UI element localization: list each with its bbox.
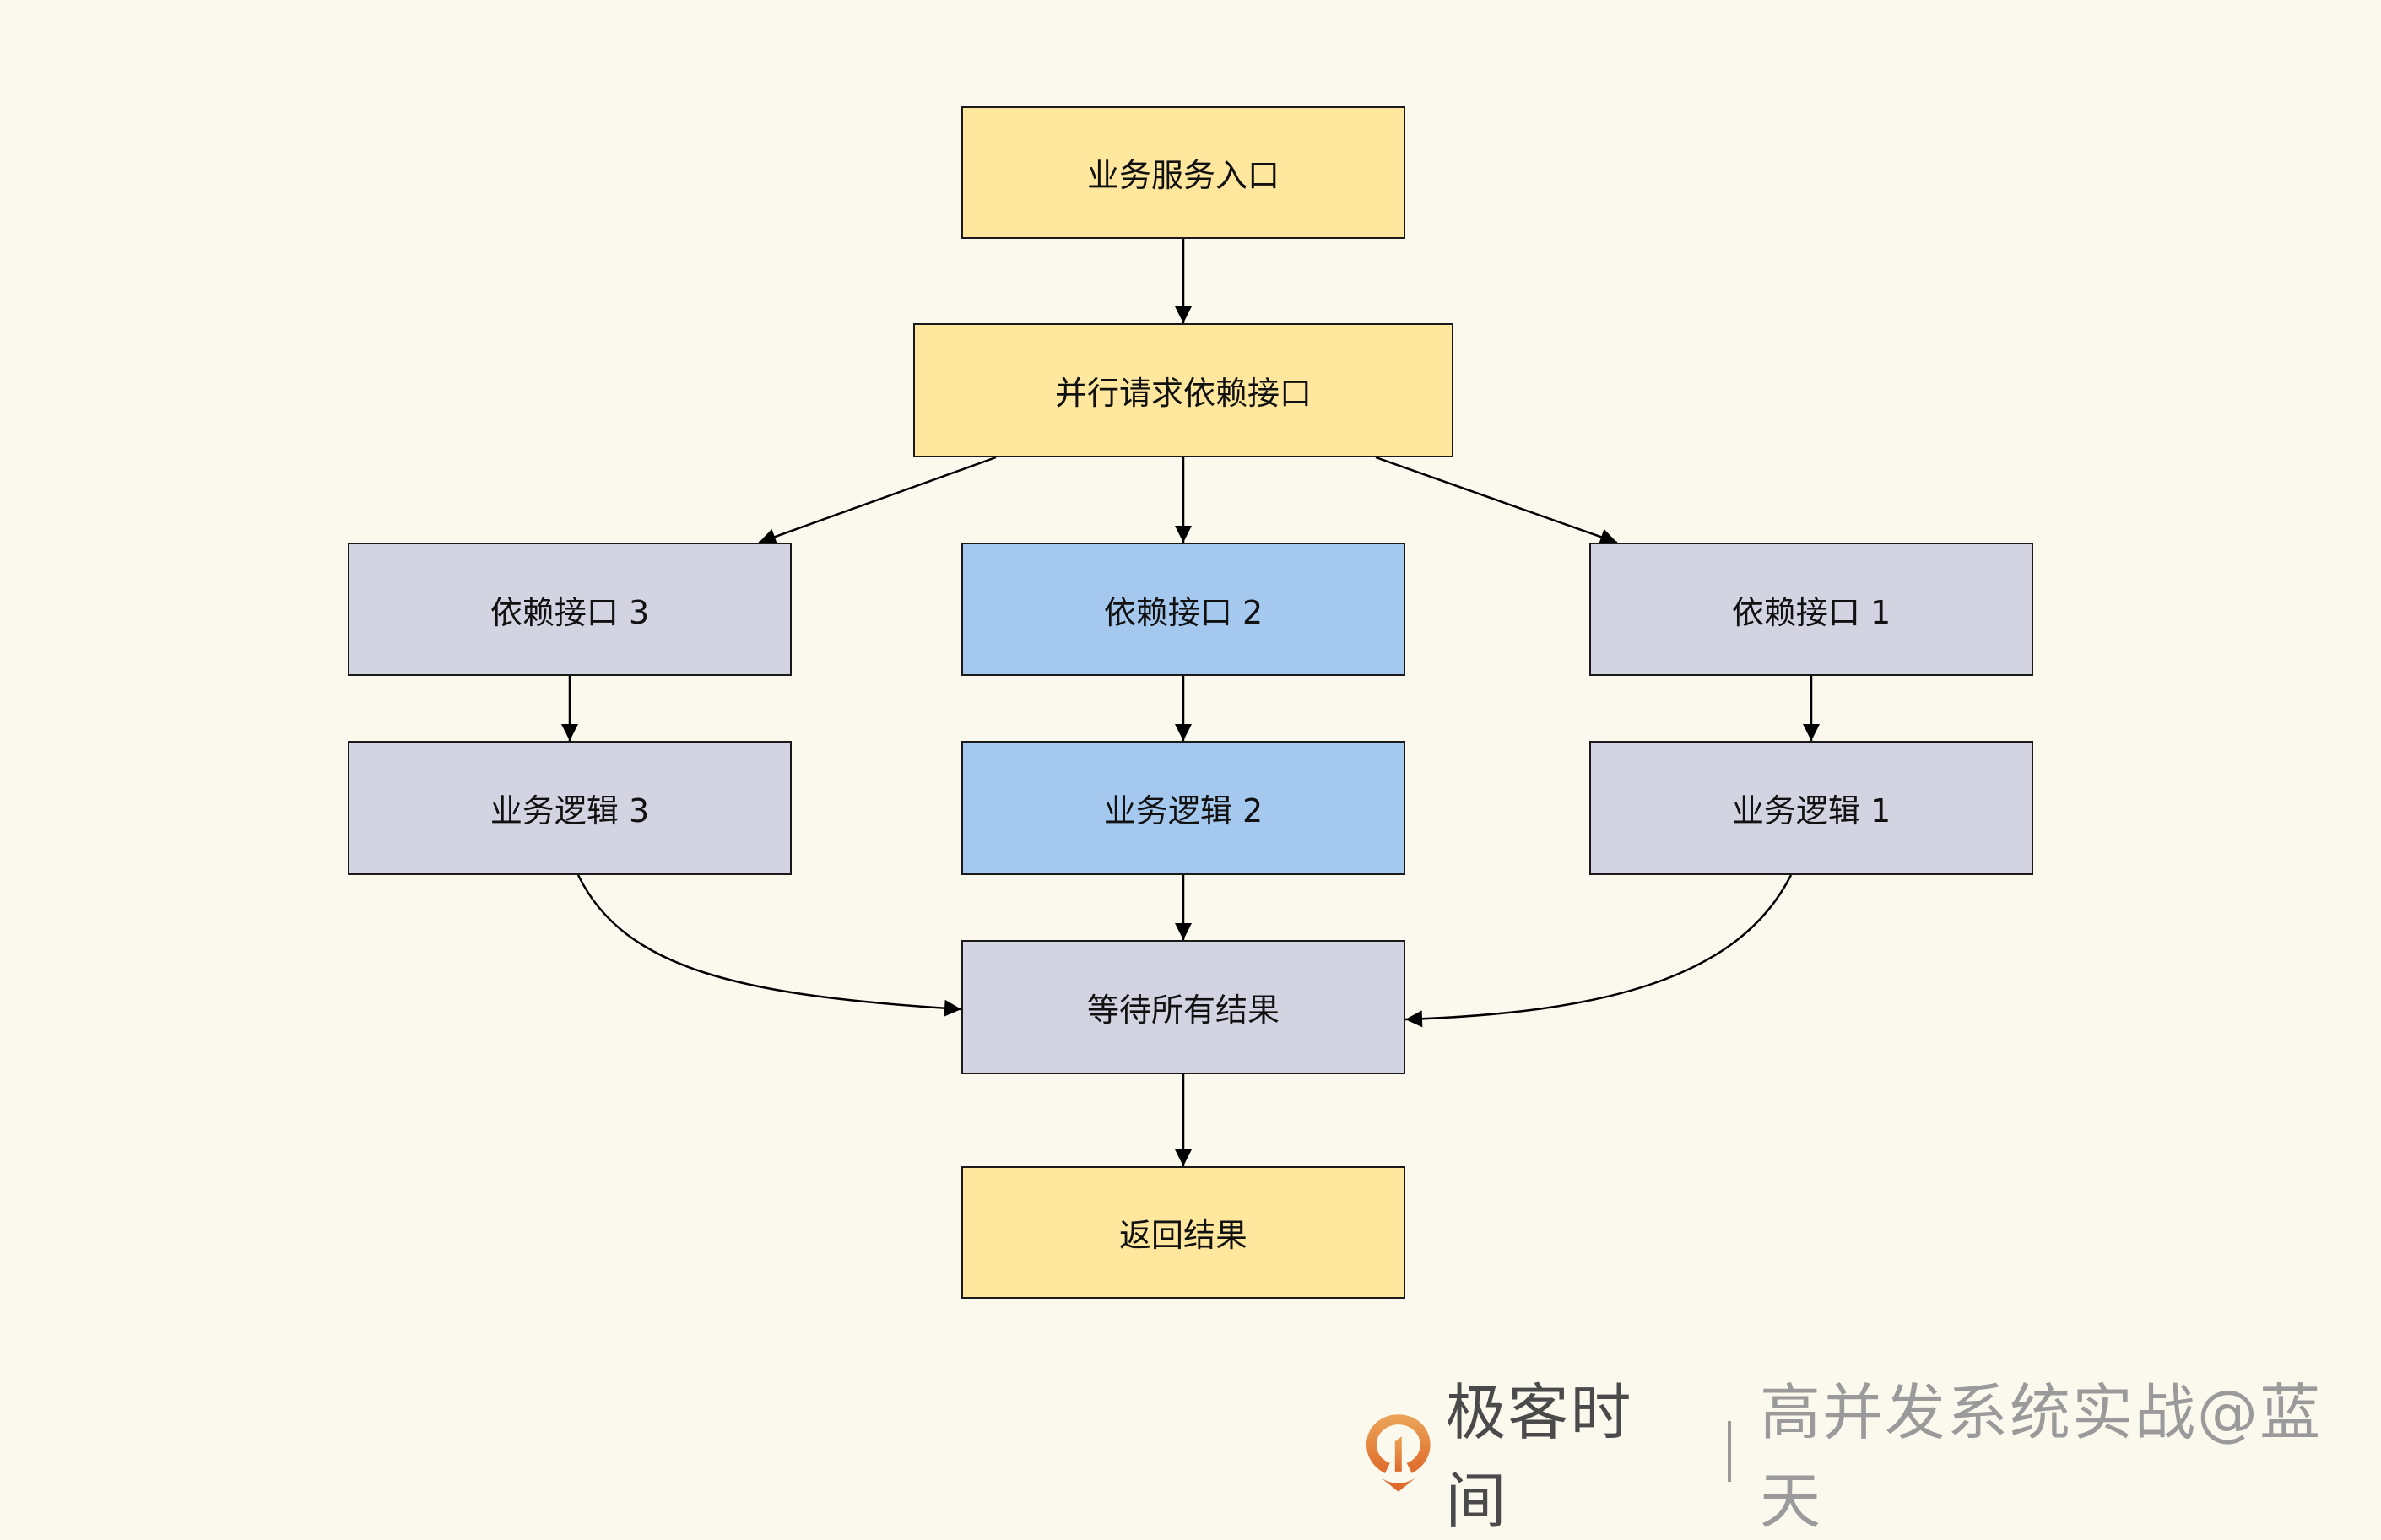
- edge-logic3-to-wait: [576, 874, 962, 1017]
- node-label: 返回结果: [1118, 1217, 1247, 1254]
- edge-parallel-to-dep1: [1375, 456, 1618, 545]
- node-wait-all: 等待所有结果: [961, 940, 1405, 1074]
- node-logic-2: 业务逻辑 2: [961, 741, 1405, 875]
- edge-parallel-to-dep3: [758, 456, 997, 545]
- node-logic-1: 业务逻辑 1: [1589, 741, 2033, 875]
- watermark-brand: 极客时间: [1445, 1377, 1633, 1537]
- node-label: 并行请求依赖接口: [1054, 375, 1312, 412]
- node-label: 依赖接口 1: [1731, 593, 1891, 631]
- node-service-entry: 业务服务入口: [961, 106, 1405, 239]
- node-label: 业务逻辑 3: [490, 792, 650, 829]
- node-label: 依赖接口 2: [1103, 593, 1264, 631]
- watermark-separator: [1727, 1421, 1731, 1482]
- node-label: 业务服务入口: [1086, 157, 1280, 194]
- geektime-logo-icon: [1366, 1414, 1431, 1492]
- node-logic-3: 业务逻辑 3: [348, 741, 792, 875]
- watermark-course: 高并发系统实战@蓝天: [1759, 1377, 2322, 1537]
- edge-logic1-to-wait: [1404, 874, 1793, 1028]
- node-label: 等待所有结果: [1086, 992, 1280, 1029]
- node-dependency-2: 依赖接口 2: [961, 543, 1405, 676]
- node-parallel-request: 并行请求依赖接口: [913, 323, 1453, 457]
- node-dependency-3: 依赖接口 3: [348, 543, 792, 676]
- node-return-result: 返回结果: [961, 1166, 1405, 1299]
- watermark: 极客时间 高并发系统实战@蓝天: [1363, 1377, 2381, 1537]
- node-label: 业务逻辑 2: [1103, 792, 1264, 829]
- node-label: 业务逻辑 1: [1731, 792, 1891, 829]
- node-dependency-1: 依赖接口 1: [1589, 543, 2033, 676]
- node-label: 依赖接口 3: [490, 593, 650, 631]
